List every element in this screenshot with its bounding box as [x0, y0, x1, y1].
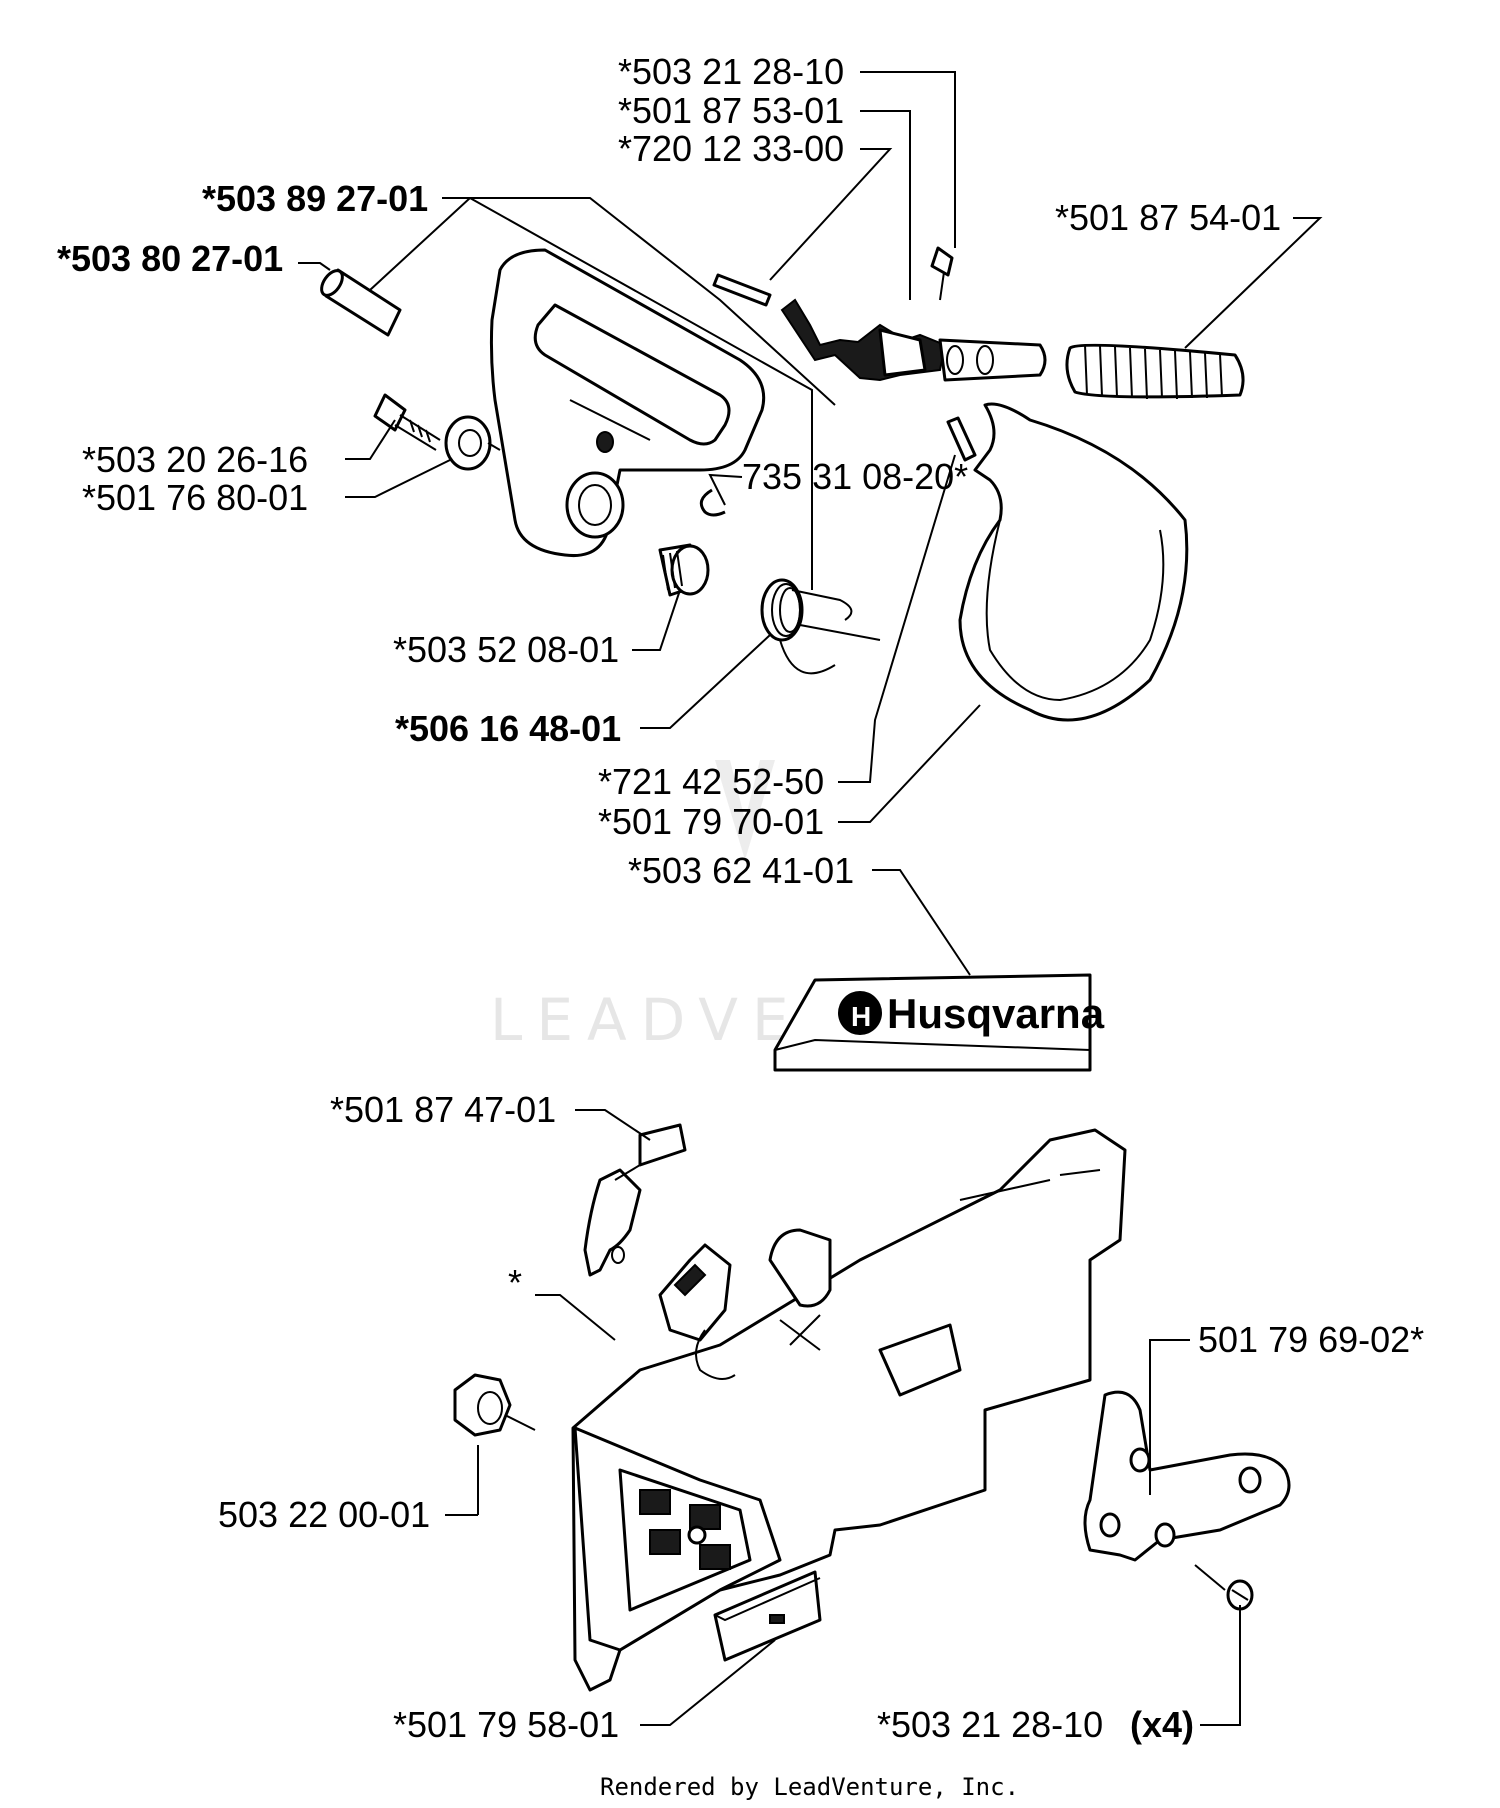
- bar-nut-part: [453, 1373, 536, 1437]
- label-501-79-69-02: 501 79 69-02*: [1198, 1319, 1424, 1360]
- label-720-12-33-00: *720 12 33-00: [618, 128, 844, 169]
- decal-brand-text: Husqvarna: [887, 990, 1105, 1037]
- husqvarna-logo-icon: H: [851, 1001, 871, 1032]
- clutch-cover-part: [571, 1128, 1127, 1692]
- coil-spring-part: [1065, 343, 1245, 400]
- chain-catcher-part: [583, 1123, 687, 1277]
- brake-pin-part: [946, 416, 977, 462]
- bracket-screw-part: [1194, 1564, 1254, 1611]
- part-labels: *503 21 28-10 *501 87 53-01 *720 12 33-0…: [57, 51, 1424, 1745]
- label-503-22-00-01: 503 22 00-01: [218, 1494, 430, 1535]
- label-503-52-08-01: *503 52 08-01: [393, 629, 619, 670]
- hand-guard-part: [489, 248, 766, 558]
- husqvarna-decal: H Husqvarna: [773, 973, 1105, 1072]
- label-501-79-70-01: *501 79 70-01: [598, 801, 824, 842]
- label-735-31-08-20: 735 31 08-20*: [742, 456, 968, 497]
- brake-band-part: [958, 402, 1189, 722]
- label-asterisk: *: [508, 1262, 522, 1303]
- label-501-87-54-01: *501 87 54-01: [1055, 197, 1281, 238]
- label-501-87-47-01: *501 87 47-01: [330, 1089, 556, 1130]
- label-503-20-26-16: *503 20 26-16: [82, 439, 308, 480]
- torsion-spring-part: [760, 578, 881, 675]
- label-501-79-58-01: *501 79 58-01: [393, 1704, 619, 1745]
- label-506-16-48-01: *506 16 48-01: [395, 708, 621, 749]
- screw-part: [373, 393, 441, 451]
- label-503-21-28-10-top: *503 21 28-10: [618, 51, 844, 92]
- bracket-part: [1083, 1390, 1291, 1562]
- label-721-42-52-50: *721 42 52-50: [598, 761, 824, 802]
- leader-lines: [298, 71, 1323, 1726]
- pin-part: [320, 268, 402, 337]
- label-501-76-80-01: *501 76 80-01: [82, 477, 308, 518]
- bolt-part: [658, 543, 710, 597]
- roll-pin-part: [712, 273, 772, 307]
- label-501-87-53-01: *501 87 53-01: [618, 90, 844, 131]
- brake-lever-part: [780, 298, 1047, 382]
- label-503-21-28-10-bottom-qty: (x4): [1130, 1704, 1194, 1745]
- label-503-80-27-01: *503 80 27-01: [57, 238, 283, 279]
- label-503-21-28-10-bottom: *503 21 28-10: [877, 1704, 1103, 1745]
- guide-plate-part: [713, 1570, 822, 1662]
- bushing-part: [444, 415, 501, 471]
- footer-credit: Rendered by LeadVenture, Inc.: [600, 1773, 1019, 1801]
- circlip-part: [699, 488, 726, 517]
- lever-screw-part: [930, 246, 954, 301]
- label-503-89-27-01: *503 89 27-01: [202, 178, 428, 219]
- label-503-62-41-01: *503 62 41-01: [628, 850, 854, 891]
